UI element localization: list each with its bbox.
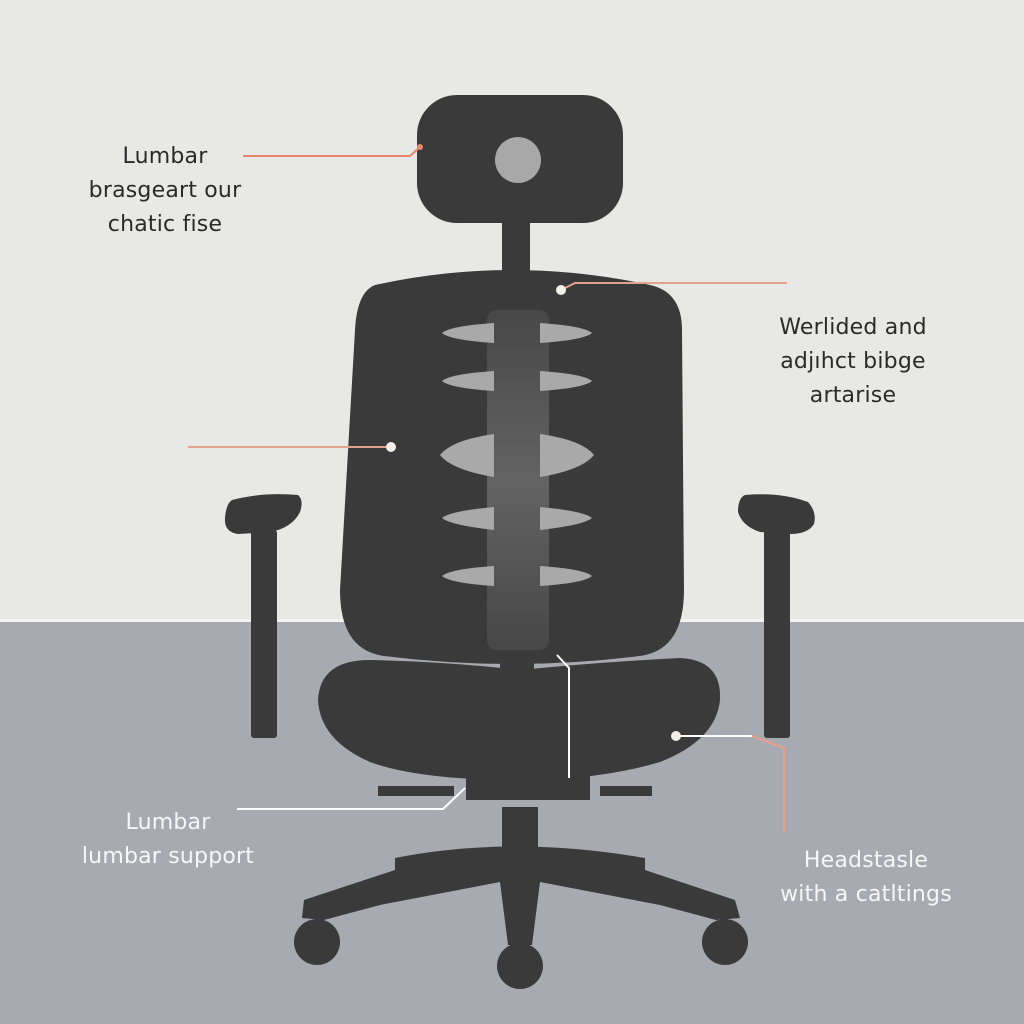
callout-label-bottom-right: Headstasle with a catltings	[762, 844, 970, 912]
callout-text-line: brasgeart our	[88, 178, 242, 203]
gas-cylinder	[502, 807, 538, 847]
callout-text-line: Lumbar	[125, 810, 211, 835]
callout-text-line: artarise	[809, 383, 897, 408]
callout-label-right-upper: Werlided and adjıhct bibge artarise	[748, 311, 958, 413]
callout-line-bottom-left	[237, 787, 466, 810]
headrest	[417, 95, 623, 280]
headrest-adjust-dot	[495, 137, 541, 183]
caster-left	[294, 919, 340, 965]
callout-text-line: adjıhct bibge	[780, 349, 926, 374]
armrest-left	[224, 494, 302, 738]
tilt-lever-left	[378, 786, 454, 796]
five-star-base	[294, 807, 748, 989]
callout-line-center	[556, 654, 570, 778]
headrest-post	[502, 220, 530, 280]
callout-text-line: lumbar support	[81, 844, 255, 869]
armrest-right	[738, 494, 815, 738]
callout-line-right-upper	[560, 282, 787, 291]
callout-text-line: Werlided and	[779, 315, 927, 340]
callout-dot-right-upper	[556, 285, 566, 295]
callout-line-bottom-right-accent	[751, 735, 785, 832]
callout-dot-bottom-right	[671, 731, 681, 741]
caster-center	[497, 943, 543, 989]
spine-channel	[487, 310, 549, 650]
backrest	[340, 270, 684, 664]
callout-text-line: with a catltings	[780, 882, 952, 907]
callout-text-line: Lumbar	[122, 144, 208, 169]
lumbar-slats	[440, 323, 594, 586]
callout-text-line: Headstasle	[803, 848, 929, 873]
callout-line-top-left	[243, 146, 421, 157]
caster-right	[702, 919, 748, 965]
tilt-lever-right	[600, 786, 652, 796]
seat-mechanism	[466, 775, 590, 800]
seat	[318, 655, 721, 800]
callout-dot-left-middle	[386, 442, 396, 452]
callout-label-bottom-left: Lumbar lumbar support	[60, 806, 276, 874]
callout-label-top-left: Lumbar brasgeart our chatic fise	[62, 140, 268, 242]
callout-text-line: chatic fise	[107, 212, 223, 237]
callout-lines	[188, 144, 787, 832]
